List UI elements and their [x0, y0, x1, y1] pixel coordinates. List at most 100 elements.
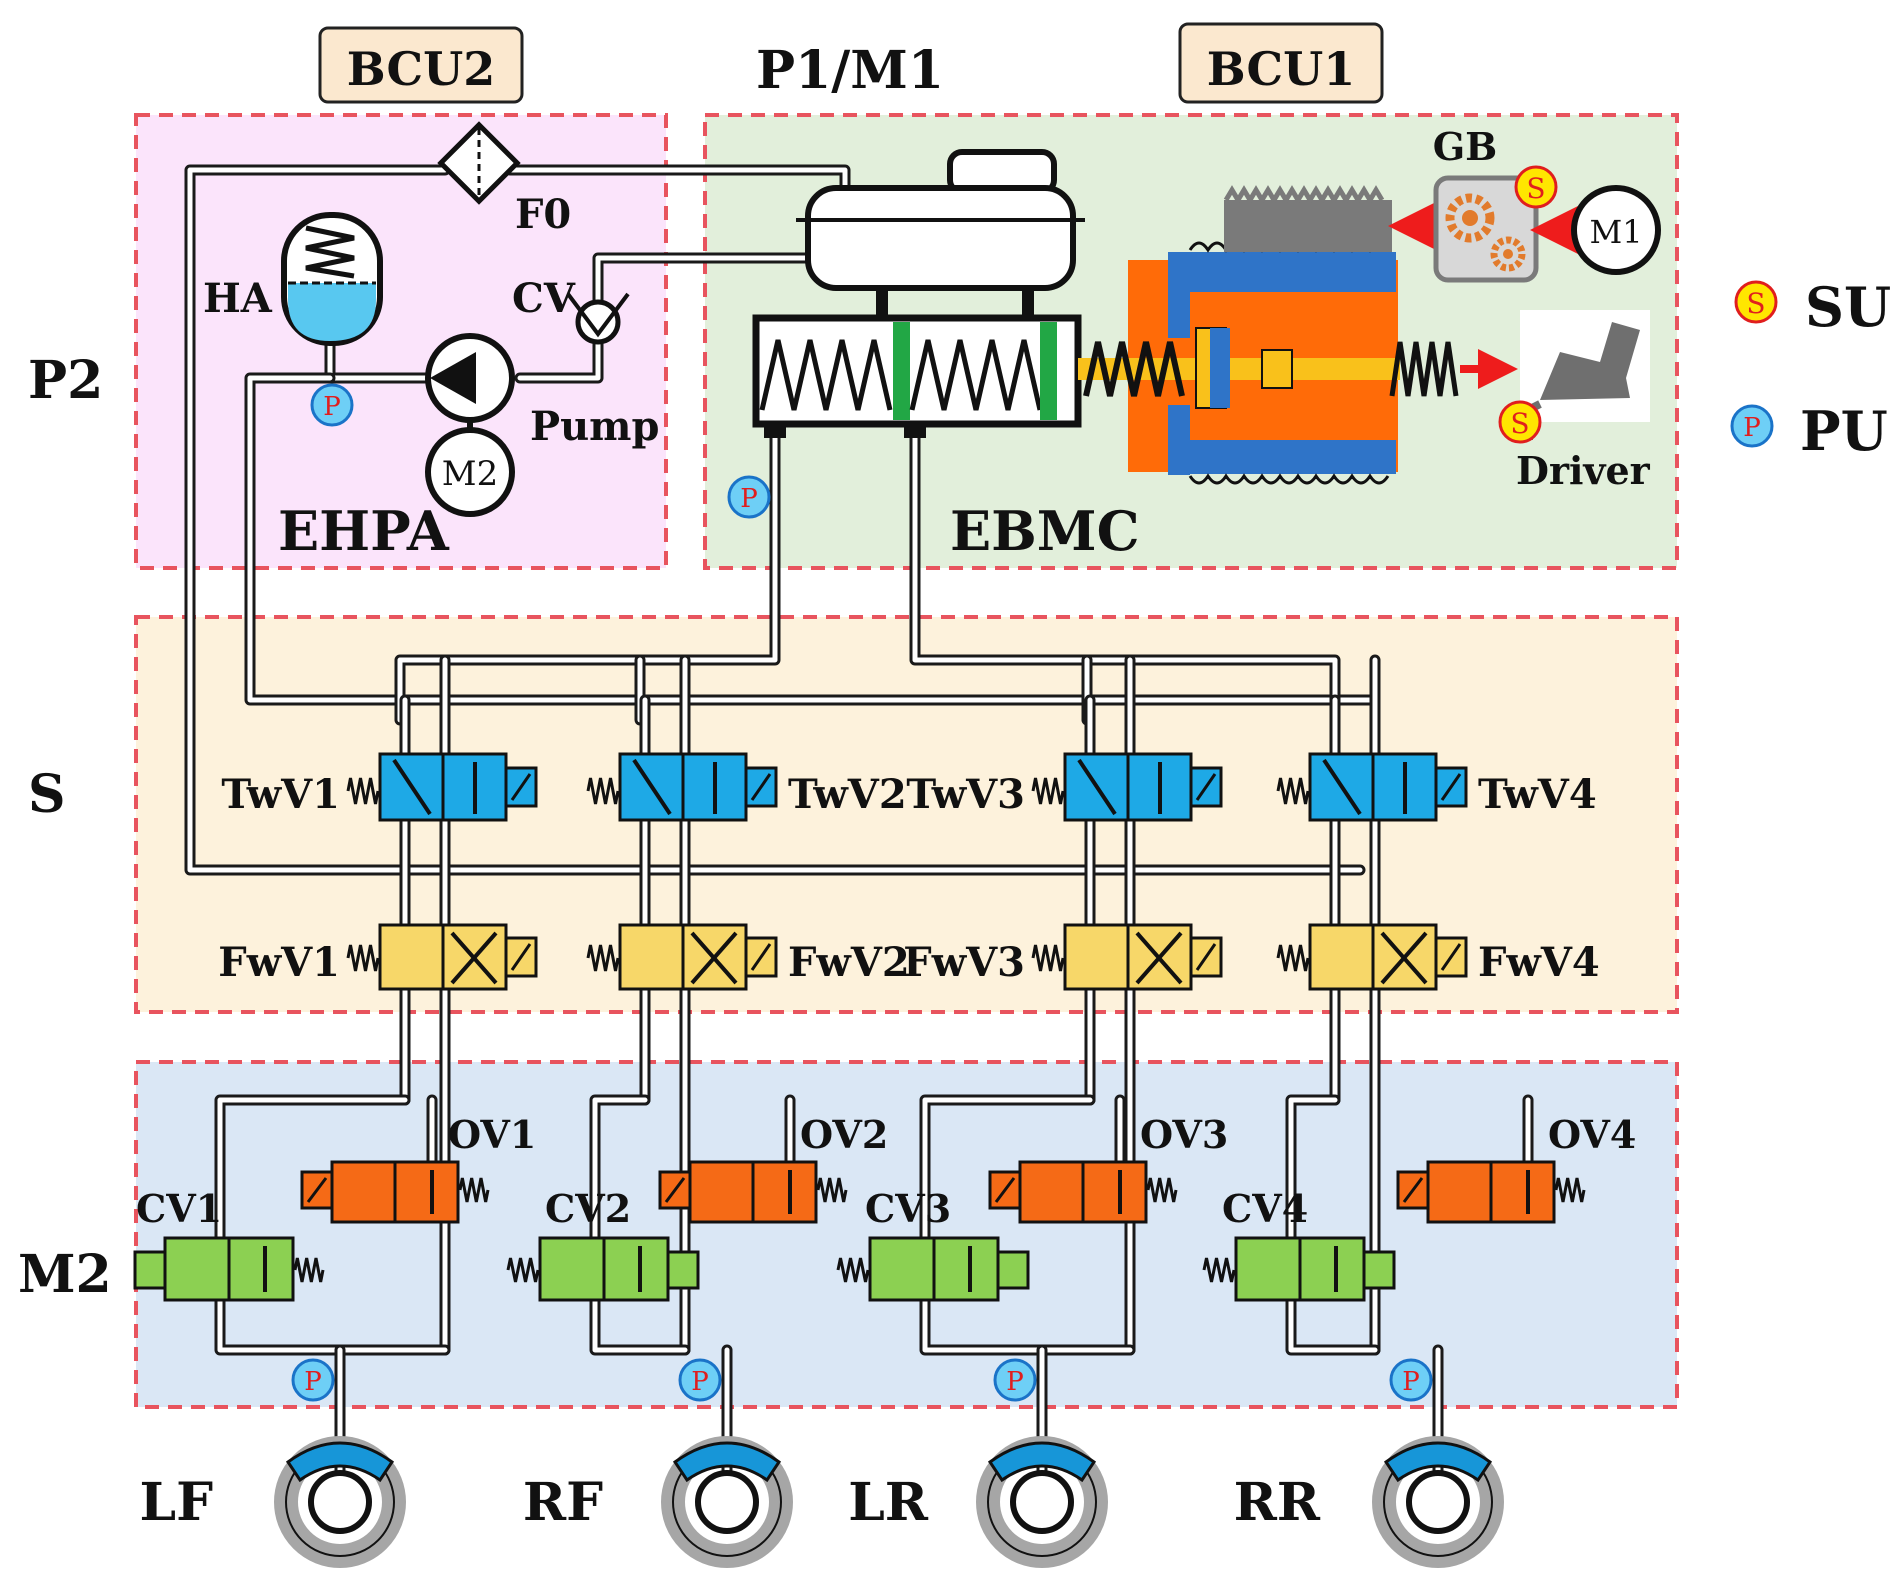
- valve-solenoid: [504, 936, 538, 978]
- zone-label-m2: M2: [18, 1244, 112, 1305]
- twv-valve: [346, 752, 538, 822]
- valve-path: [1135, 931, 1183, 985]
- valve-solenoid-mark: [1440, 773, 1462, 801]
- wheel-label: LR: [848, 1472, 929, 1533]
- ov-label: OV2: [800, 1112, 888, 1157]
- brake-fluid-reservoir: [796, 149, 1085, 318]
- spindle-drive: [1223, 185, 1438, 252]
- ov-label: OV1: [448, 1112, 536, 1157]
- fwv-label: FwV4: [1478, 939, 1600, 986]
- bcu2-label: BCU2: [347, 42, 495, 96]
- ov-valve: [658, 1160, 848, 1224]
- cv-valve: [133, 1236, 325, 1302]
- wheel-label: LF: [140, 1472, 214, 1533]
- bcu1-box: [1178, 22, 1384, 104]
- legend-su-label: SU: [1805, 275, 1891, 339]
- legend-pu: P PU: [1730, 399, 1888, 463]
- valve-spring: [586, 944, 620, 972]
- pressure-sensor-symbol: P: [304, 1367, 322, 1397]
- cv-valve: [506, 1236, 700, 1302]
- ov-label: OV3: [1140, 1112, 1228, 1157]
- zone-label-p2: P2: [28, 350, 103, 411]
- valve-path: [450, 931, 498, 985]
- channel-pipe: [1288, 1297, 1378, 1353]
- pressure-sensor-symbol: P: [1006, 1367, 1024, 1397]
- twv-valve: [1031, 752, 1223, 822]
- valve-solenoid-mark: [1440, 943, 1462, 971]
- channel-pipe: [592, 1297, 688, 1353]
- valve-solenoid-mark: [750, 943, 772, 971]
- valve-solenoid-mark: [306, 1177, 328, 1203]
- valve-solenoid-mark: [1402, 1177, 1424, 1203]
- valve-path: [1322, 758, 1362, 816]
- valve-solenoid-mark: [750, 773, 772, 801]
- twv-valve: [586, 752, 778, 822]
- valve-spring: [1202, 1257, 1236, 1283]
- channel-pipe: [217, 1297, 448, 1353]
- speed-sensor-gearbox: S: [1514, 165, 1558, 209]
- legend-su: S SU: [1734, 275, 1891, 339]
- valve-spring: [1554, 1177, 1586, 1203]
- valve-path: [392, 758, 432, 816]
- twv-label: TwV2: [788, 771, 907, 818]
- brake-caliper: [672, 1441, 782, 1483]
- valve-solenoid: [1362, 1250, 1396, 1290]
- ebmc-circuit1-line: [397, 422, 778, 723]
- channel-pipe: [922, 1097, 1093, 1243]
- cv-label: CV4: [1222, 1186, 1308, 1231]
- channel-pipe: [217, 1097, 408, 1243]
- gearbox-label: GB: [1433, 124, 1498, 169]
- pressure-sensor-circle: [1389, 1358, 1433, 1402]
- pressure-sensor-symbol: P: [740, 484, 758, 514]
- motor-m2-label: M2: [442, 454, 498, 494]
- speed-unit-icon: [1734, 280, 1778, 324]
- valve-solenoid-mark: [664, 1177, 686, 1203]
- motor-m1-label: M1: [1589, 213, 1642, 251]
- cv-valve: [1202, 1236, 1396, 1302]
- electric-booster-body: [1078, 241, 1518, 485]
- brake-caliper: [987, 1441, 1097, 1483]
- pressure-sensor-wheel: P: [1389, 1358, 1433, 1402]
- wheel-label: RF: [523, 1472, 603, 1533]
- return-line-outer: [187, 167, 1363, 873]
- wheel-channels: PTwV1FwV1OV1CV1LFPTwV2FwV2OV2CV2RFPTwV3F…: [133, 654, 1636, 1568]
- pressure-sensor-wheel: P: [291, 1358, 335, 1402]
- fwv-valve: [586, 923, 778, 991]
- brake-hub: [308, 1470, 372, 1534]
- speed-sensor-symbol: S: [1526, 172, 1545, 205]
- speed-sensor-pedal: S: [1498, 400, 1542, 444]
- valve-solenoid-mark: [510, 773, 532, 801]
- pressure-sensor-symbol: P: [1402, 1367, 1420, 1397]
- motor-m1-icon: [1571, 185, 1661, 275]
- pressure-sensor-ha: P: [310, 383, 354, 427]
- filter-f0: [437, 121, 521, 205]
- valve-spring: [816, 1177, 848, 1203]
- brake-caliper: [285, 1441, 395, 1483]
- brake-hub: [1406, 1470, 1470, 1534]
- valve-spring: [1276, 777, 1310, 805]
- p1m1-label: P1/M1: [756, 40, 944, 101]
- ov-valve: [1396, 1160, 1586, 1224]
- pressure-sensor-symbol: P: [691, 1367, 709, 1397]
- check-valve-label: CV: [512, 275, 576, 322]
- driver-label: Driver: [1516, 448, 1651, 493]
- cv-valve: [836, 1236, 1030, 1302]
- valve-spring: [458, 1177, 490, 1203]
- ehpa-supply-line: [247, 375, 1373, 703]
- valve-spring: [346, 944, 380, 972]
- twv-valve: [1276, 752, 1468, 822]
- gear-icon: [1445, 193, 1495, 243]
- channel-pipe: [592, 1097, 648, 1243]
- valve-path: [1380, 931, 1428, 985]
- fwv-label: FwV2: [788, 939, 910, 986]
- fwv-valve: [1276, 923, 1468, 991]
- ehpa-title: EHPA: [278, 499, 450, 563]
- valve-solenoid: [744, 766, 778, 808]
- bcu2-box: [318, 26, 524, 104]
- region-p2-ehpa: [134, 113, 668, 570]
- wheel-brake: [976, 1436, 1108, 1568]
- valve-solenoid-mark: [994, 1177, 1016, 1203]
- valve-path: [632, 758, 672, 816]
- speed-sensor-symbol: S: [1510, 407, 1529, 440]
